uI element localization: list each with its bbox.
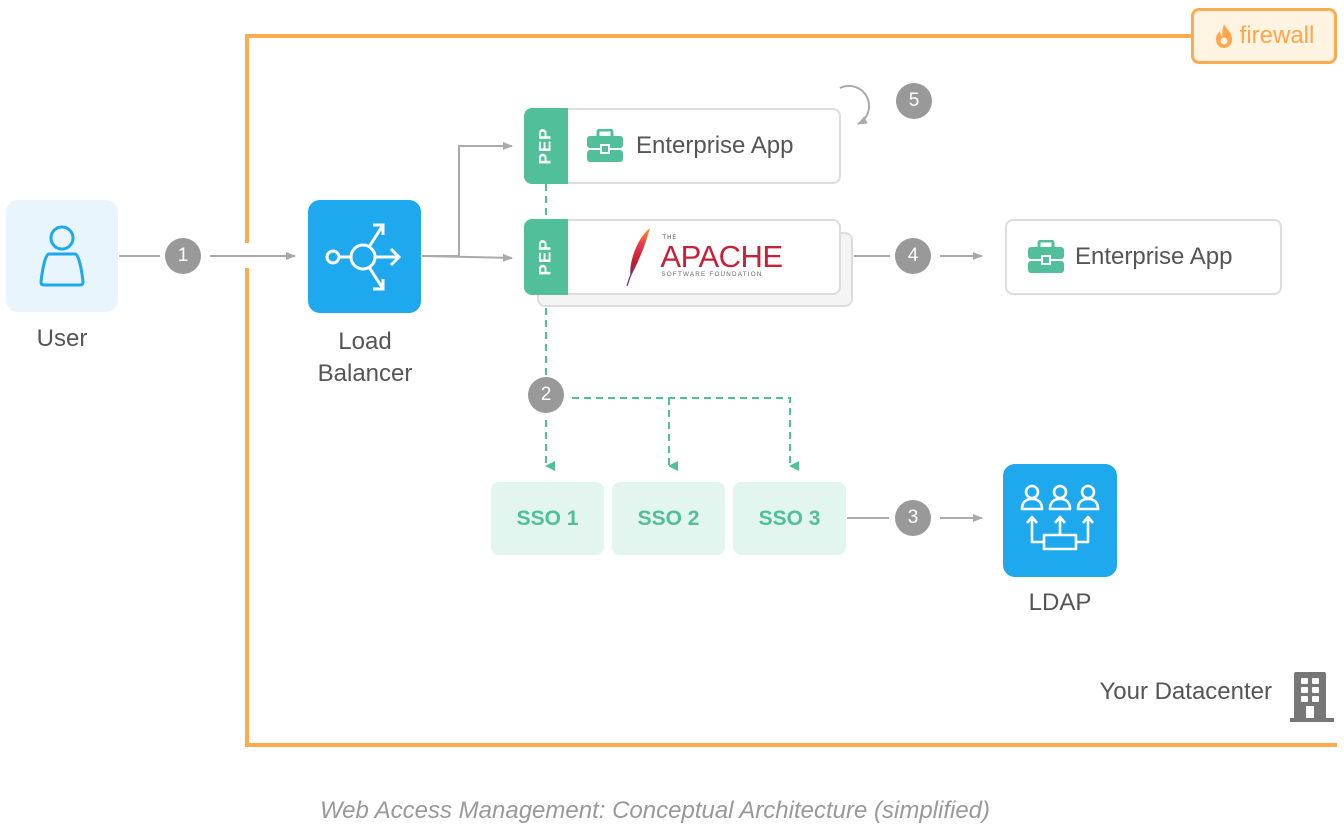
building-icon <box>1290 672 1334 722</box>
load-balancer-label: Load Balancer <box>317 328 413 387</box>
sso-node-2[interactable]: SSO 2 <box>612 482 725 555</box>
sso-node-1[interactable]: SSO 1 <box>491 482 604 555</box>
directory-icon <box>1020 484 1100 550</box>
user-icon <box>39 225 85 287</box>
apache-feather-icon <box>626 228 651 287</box>
user-label: User <box>36 325 88 352</box>
enterprise-app-top-label: Enterprise App <box>636 132 794 159</box>
firewall-boundary-top <box>245 34 1191 38</box>
briefcase-icon <box>1028 240 1064 273</box>
pep-badge: PEP <box>524 219 568 295</box>
step-1-marker: 1 <box>165 238 201 274</box>
enterprise-app-top-card[interactable]: PEP Enterprise App <box>524 108 841 184</box>
ldap-node[interactable] <box>1003 464 1117 577</box>
firewall-label: firewall <box>1239 22 1315 49</box>
connector-lb-apache <box>421 253 513 262</box>
step-5-marker: 5 <box>896 83 932 119</box>
firewall-boundary-bottom <box>245 743 1337 747</box>
load-balancer-icon <box>325 223 401 290</box>
enterprise-app-right-label: Enterprise App <box>1075 243 1233 270</box>
connector-lb-enterprise-app <box>422 142 513 257</box>
loop-arrow <box>839 84 871 125</box>
pep-badge: PEP <box>524 108 568 184</box>
connector-step2-sso2-sso3 <box>572 397 799 471</box>
step-2-marker: 2 <box>528 377 564 413</box>
firewall-badge: firewall <box>1191 8 1337 64</box>
load-balancer-node[interactable] <box>308 200 421 313</box>
flame-icon <box>1215 24 1232 48</box>
firewall-boundary-left <box>245 34 249 243</box>
apache-card[interactable]: PEP THE APACHE SOFTWARE FOUNDATION <box>524 219 841 295</box>
user-node[interactable] <box>6 200 118 312</box>
firewall-boundary-left-lower <box>245 268 249 747</box>
sso-node-3[interactable]: SSO 3 <box>733 482 846 555</box>
diagram-caption: Web Access Management: Conceptual Archit… <box>319 797 991 824</box>
datacenter-label: Your Datacenter <box>1099 678 1272 705</box>
step-3-marker: 3 <box>895 500 931 536</box>
apache-logo-text: THE APACHE SOFTWARE FOUNDATION <box>660 235 783 279</box>
enterprise-app-right-card[interactable]: Enterprise App <box>1005 219 1282 295</box>
briefcase-icon <box>587 129 623 162</box>
step-4-marker: 4 <box>895 238 931 274</box>
ldap-label: LDAP <box>1028 589 1092 616</box>
